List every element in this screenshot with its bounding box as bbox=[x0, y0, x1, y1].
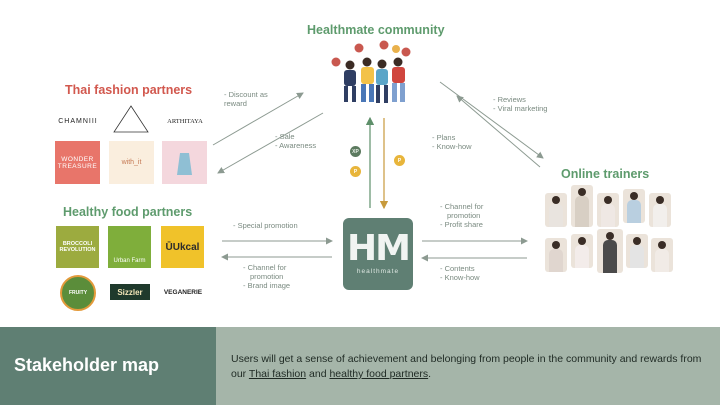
healthmate-logo-letters: HM bbox=[347, 228, 411, 269]
logo-sizzler: Sizzler bbox=[110, 284, 150, 300]
healthmate-logo-word: healthmate bbox=[356, 268, 400, 275]
logo-fashion-dress bbox=[162, 141, 207, 184]
logo-arthitaya: ARTHITAYA bbox=[167, 117, 203, 125]
community-illustration bbox=[331, 40, 411, 103]
footer-title: Stakeholder map bbox=[14, 355, 160, 375]
xp-coin-icon: XP bbox=[350, 146, 361, 157]
heart-icon bbox=[354, 43, 364, 53]
thumbs-up-icon bbox=[392, 45, 400, 53]
trainer-photo bbox=[623, 189, 645, 223]
trainers-title: Online trainers bbox=[561, 167, 650, 181]
fashion-partners-title: Thai fashion partners bbox=[65, 83, 193, 97]
trainer-photo bbox=[597, 193, 619, 227]
logo-veganerie: VEGANERIE bbox=[163, 288, 203, 296]
label-special-promotion: - Special promotion bbox=[233, 221, 298, 230]
community-title: Healthmate community bbox=[307, 23, 445, 37]
footer-title-panel: Stakeholder map bbox=[0, 327, 216, 405]
arrow-community-to-trainers bbox=[439, 81, 544, 159]
logo-wonder-treasure: WONDER TREASURE bbox=[55, 141, 100, 184]
heart-icon bbox=[379, 40, 389, 50]
trainer-photo bbox=[651, 238, 673, 272]
footer-description: Users will get a sense of achievement an… bbox=[231, 353, 702, 380]
arrow-community-to-fashion bbox=[217, 112, 324, 174]
trainer-photo bbox=[597, 229, 623, 273]
trainer-photo bbox=[545, 193, 567, 227]
food-partners-title: Healthy food partners bbox=[63, 205, 193, 219]
point-coin-icon: P bbox=[350, 166, 361, 177]
arrow-trainers-to-community bbox=[456, 95, 541, 168]
point-coin-icon: P bbox=[394, 155, 405, 166]
healthmate-logo: HM healthmate bbox=[343, 218, 413, 290]
arrow-fashion-to-community bbox=[212, 92, 304, 146]
trainer-photo bbox=[545, 238, 567, 272]
trainer-photo bbox=[571, 185, 593, 227]
heart-icon bbox=[401, 47, 411, 57]
trainer-photo bbox=[626, 234, 648, 268]
label-contents-knowhow: - Contents- Know-how bbox=[440, 264, 480, 282]
thai-fashion-link: Thai fashion bbox=[248, 368, 307, 380]
healthy-food-partners-link: healthy food partners bbox=[329, 368, 429, 380]
footer-description-panel: Users will get a sense of achievement an… bbox=[216, 327, 720, 405]
label-reviews-viral: - Reviews- Viral marketing bbox=[493, 95, 548, 113]
logo-uukcal: ŪUkcal bbox=[161, 226, 204, 268]
heart-icon bbox=[331, 57, 341, 67]
logo-with-it: with_it bbox=[109, 141, 154, 184]
label-sale-awareness: - Sale- Awareness bbox=[275, 132, 317, 150]
logo-broccoli-revolution: BROCCOLI REVOLUTION bbox=[56, 226, 99, 268]
trainer-photo bbox=[571, 234, 593, 268]
logo-urban-farm: Urban Farm bbox=[108, 226, 151, 268]
logo-fruity: FRUITY bbox=[60, 275, 96, 311]
logo-chamniii: CHAMNIII bbox=[58, 117, 98, 125]
trainer-photo bbox=[649, 193, 671, 227]
label-plans-knowhow: - Plans- Know-how bbox=[432, 133, 472, 151]
logo-twenty-three bbox=[108, 104, 154, 136]
